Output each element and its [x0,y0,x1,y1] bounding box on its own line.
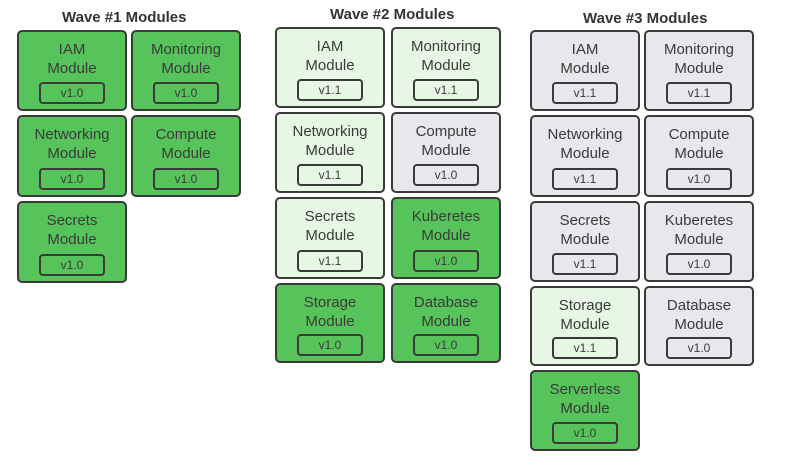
version-badge: v1.0 [153,168,219,190]
version-badge: v1.1 [297,164,363,186]
wave-3-module-storage: Storage Module v1.1 [530,286,640,366]
wave-1-module-monitoring: Monitoring Module v1.0 [131,30,241,111]
wave-2-module-compute: Compute Module v1.0 [391,112,501,193]
module-name: Compute Module [668,126,730,162]
module-name: IAM Module [47,41,97,77]
module-name: Secrets Module [559,212,611,248]
wave-3-module-iam: IAM Module v1.1 [530,30,640,111]
module-name: IAM Module [560,41,610,77]
wave-3-module-secrets: Secrets Module v1.1 [530,201,640,282]
module-name: Monitoring Module [150,41,222,77]
wave-1-module-networking: Networking Module v1.0 [17,115,127,197]
module-name: Compute Module [155,126,217,162]
wave-3-module-compute: Compute Module v1.0 [644,115,754,197]
version-badge: v1.1 [552,337,618,359]
module-name: Secrets Module [304,208,356,244]
version-badge: v1.0 [666,168,732,190]
module-name: IAM Module [305,38,355,74]
module-name: Serverless Module [549,381,621,417]
version-badge: v1.1 [552,253,618,275]
wave-1-module-compute: Compute Module v1.0 [131,115,241,197]
version-badge: v1.1 [413,79,479,101]
version-badge: v1.0 [413,334,479,356]
wave-1-module-iam: IAM Module v1.0 [17,30,127,111]
version-badge: v1.0 [413,164,479,186]
wave-3-module-kuberetes: Kuberetes Module v1.0 [644,201,754,282]
version-badge: v1.1 [552,82,618,104]
module-name: Secrets Module [46,212,98,248]
module-name: Networking Module [292,123,368,159]
wave-2-title: Wave #2 Modules [330,6,455,23]
version-badge: v1.0 [39,254,105,276]
wave-3-module-networking: Networking Module v1.1 [530,115,640,197]
wave-2-module-secrets: Secrets Module v1.1 [275,197,385,279]
version-badge: v1.0 [297,334,363,356]
module-name: Storage Module [558,297,612,333]
version-badge: v1.0 [39,168,105,190]
module-name: Kuberetes Module [664,212,734,248]
module-name: Compute Module [415,123,477,159]
version-badge: v1.1 [297,250,363,272]
wave-1-module-secrets: Secrets Module v1.0 [17,201,127,283]
version-badge: v1.1 [666,82,732,104]
wave-3-module-database: Database Module v1.0 [644,286,754,366]
version-badge: v1.0 [666,337,732,359]
module-name: Networking Module [34,126,110,162]
wave-1-title: Wave #1 Modules [62,9,187,26]
module-name: Monitoring Module [410,38,482,74]
module-name: Storage Module [303,294,357,330]
wave-2-module-monitoring: Monitoring Module v1.1 [391,27,501,108]
version-badge: v1.0 [666,253,732,275]
version-badge: v1.1 [297,79,363,101]
version-badge: v1.0 [552,422,618,444]
wave-2-module-iam: IAM Module v1.1 [275,27,385,108]
version-badge: v1.1 [552,168,618,190]
version-badge: v1.0 [153,82,219,104]
wave-2-module-database: Database Module v1.0 [391,283,501,363]
module-name: Database Module [413,294,479,330]
version-badge: v1.0 [413,250,479,272]
wave-2-module-storage: Storage Module v1.0 [275,283,385,363]
wave-2-module-networking: Networking Module v1.1 [275,112,385,193]
wave-3-title: Wave #3 Modules [583,10,708,27]
version-badge: v1.0 [39,82,105,104]
module-name: Monitoring Module [663,41,735,77]
module-name: Networking Module [547,126,623,162]
module-name: Database Module [666,297,732,333]
wave-3-module-monitoring: Monitoring Module v1.1 [644,30,754,111]
module-name: Kuberetes Module [411,208,481,244]
wave-3-module-serverless: Serverless Module v1.0 [530,370,640,451]
wave-2-module-kuberetes: Kuberetes Module v1.0 [391,197,501,279]
